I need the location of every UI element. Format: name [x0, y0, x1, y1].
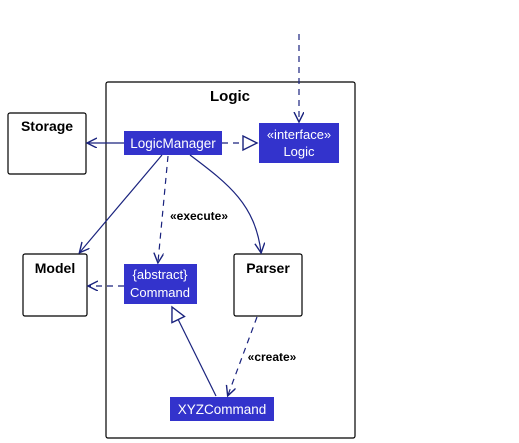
logic-manager-label: LogicManager	[130, 136, 216, 151]
logicmanager-to-model-arrow	[80, 154, 163, 252]
command-stereotype: {abstract}	[133, 267, 189, 282]
logicmanager-to-parser-arrow	[189, 154, 261, 252]
command-node	[124, 264, 197, 304]
command-name: Command	[130, 285, 190, 300]
logic-interface-name: Logic	[283, 144, 315, 159]
model-label: Model	[35, 260, 75, 276]
logic-manager-node	[124, 131, 222, 155]
logic-interface-stereotype: «interface»	[267, 127, 331, 142]
execute-dependency-arrow	[158, 155, 169, 262]
logic-container-label: Logic	[210, 88, 250, 105]
parser-label: Parser	[246, 260, 290, 276]
logic-container	[105, 81, 356, 439]
xyz-command-node	[170, 397, 274, 421]
logic-interface-node	[259, 123, 339, 163]
parser-box	[233, 253, 303, 317]
generalization-arrow	[172, 307, 217, 397]
create-label: «create»	[248, 350, 297, 364]
create-dependency-arrow	[228, 316, 258, 395]
xyz-command-label: XYZCommand	[178, 402, 267, 417]
storage-label: Storage	[21, 118, 73, 134]
execute-label: «execute»	[170, 209, 228, 223]
